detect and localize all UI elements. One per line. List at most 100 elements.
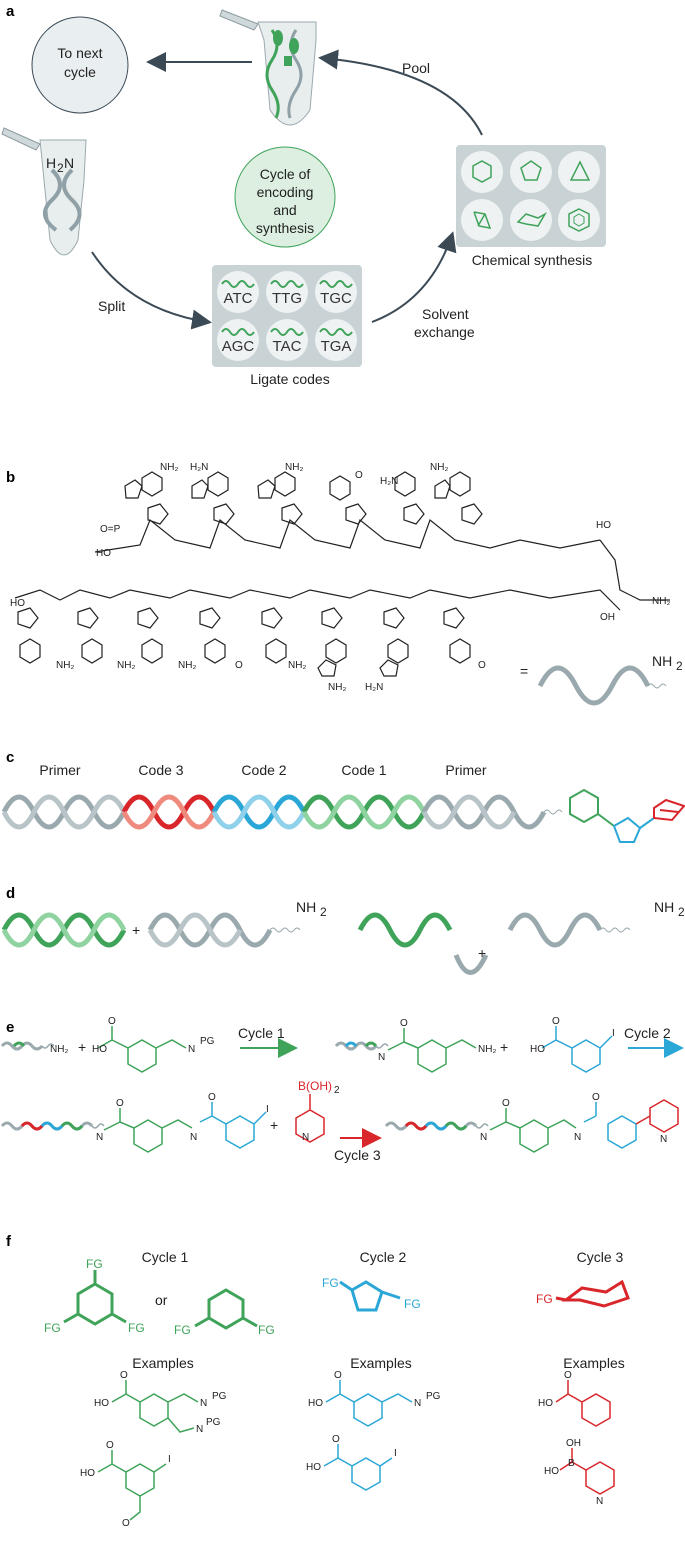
next-cycle-line1: To next: [57, 45, 102, 61]
svg-text:I: I: [394, 1448, 397, 1459]
cycle1-example-atoms: O HO N N O HO I O: [80, 1370, 207, 1529]
svg-text:O: O: [400, 1018, 408, 1029]
panel-label-d: d: [6, 885, 15, 902]
code-tgc: TGC: [320, 290, 352, 307]
svg-text:H₂N: H₂N: [190, 462, 208, 473]
code-atc: ATC: [224, 290, 253, 307]
svg-text:HO: HO: [92, 1044, 107, 1055]
svg-text:NH₂: NH₂: [56, 660, 74, 671]
cycle2-examples: [323, 1380, 413, 1491]
cycle2-label-e: Cycle 2: [624, 1025, 671, 1041]
pg-2a: PG: [426, 1391, 441, 1402]
ligate-codes-tray: ATC TTG TGC AGC TAC TGA: [212, 265, 362, 367]
svg-text:I: I: [168, 1454, 171, 1465]
svg-text:B: B: [568, 1458, 575, 1469]
svg-text:HO: HO: [306, 1462, 321, 1473]
split-arrow: [91, 251, 212, 330]
cycle3-scaffold: [555, 1279, 630, 1308]
svg-text:H₂N: H₂N: [365, 682, 383, 693]
panel-label-c: c: [6, 749, 14, 766]
solvent-line1: Solvent: [422, 306, 469, 322]
plus-e2: +: [500, 1039, 508, 1055]
svg-text:N: N: [660, 1134, 667, 1145]
center-line2: encoding: [257, 184, 314, 200]
panel-label-e: e: [6, 1019, 14, 1036]
svg-text:NH₂: NH₂: [285, 462, 303, 473]
svg-text:N: N: [480, 1132, 487, 1143]
svg-text:O: O: [334, 1370, 342, 1381]
cycle3-label-e: Cycle 3: [334, 1147, 381, 1163]
svg-text:O: O: [108, 1016, 116, 1027]
center-line4: synthesis: [256, 220, 314, 236]
svg-text:O: O: [208, 1092, 216, 1103]
next-cycle-line2: cycle: [64, 64, 96, 80]
svg-text:N: N: [596, 1496, 603, 1507]
svg-text:NH₂: NH₂: [430, 462, 448, 473]
nh2-label-d1: NH: [296, 899, 316, 915]
fg-1c: FG: [128, 1321, 145, 1335]
code-agc: AGC: [222, 338, 255, 355]
svg-text:O: O: [332, 1434, 340, 1445]
svg-text:NH₂: NH₂: [288, 660, 306, 671]
cycle2-scaffold: [339, 1280, 401, 1312]
svg-text:NH₂: NH₂: [328, 682, 346, 693]
nh2-sub-d1: 2: [320, 905, 327, 919]
center-cycle-node: Cycle of encoding and synthesis: [234, 146, 336, 248]
examples-1: Examples: [132, 1355, 193, 1371]
center-line3: and: [273, 202, 296, 218]
cycle1-examples: [97, 1380, 199, 1521]
single-headpiece-strand: [453, 912, 631, 975]
solvent-exchange-arrow: [371, 231, 457, 323]
starting-tube-icon: [1, 127, 87, 256]
svg-text:O: O: [120, 1370, 128, 1381]
fg-1b: FG: [44, 1321, 61, 1335]
svg-text:HO: HO: [538, 1398, 553, 1409]
encoded-dna-duplex: [1, 794, 563, 830]
code-tac: TAC: [273, 338, 302, 355]
svg-text:O: O: [235, 660, 243, 671]
reaction-row-1: [0, 1026, 613, 1073]
svg-text:O: O: [116, 1098, 124, 1109]
svg-text:HO: HO: [544, 1466, 559, 1477]
svg-text:NH₂: NH₂: [50, 1044, 68, 1055]
or-label: or: [155, 1292, 168, 1308]
svg-text:N: N: [196, 1424, 203, 1435]
pooled-tube-icon: [219, 9, 317, 126]
chemical-synthesis-tray: [456, 145, 606, 247]
svg-text:NH₂: NH₂: [178, 660, 196, 671]
svg-text:N: N: [190, 1132, 197, 1143]
cycle1-scaffolds: [63, 1270, 258, 1330]
segment-code1: Code 1: [341, 762, 386, 778]
single-code-strand: [357, 912, 453, 948]
svg-text:O: O: [502, 1098, 510, 1109]
svg-text:H₂N: H₂N: [380, 476, 398, 487]
svg-text:N: N: [574, 1132, 581, 1143]
svg-text:HO: HO: [94, 1398, 109, 1409]
cycle2-label-f: Cycle 2: [360, 1249, 407, 1265]
svg-text:O: O: [552, 1016, 560, 1027]
plus-2: +: [478, 945, 486, 961]
examples-2: Examples: [350, 1355, 411, 1371]
fg-3a: FG: [536, 1292, 553, 1306]
center-line1: Cycle of: [260, 166, 311, 182]
svg-text:O: O: [592, 1092, 600, 1103]
boronic-sub: 2: [334, 1085, 340, 1096]
svg-text:HO: HO: [96, 548, 111, 559]
pg-1a: PG: [212, 1391, 227, 1402]
triangle-icon: [569, 160, 591, 181]
reaction-atoms-1: NH₂ O HO N PG N O NH₂ O HO I: [50, 1016, 615, 1063]
svg-text:O: O: [478, 660, 486, 671]
svg-text:NH₂: NH₂: [117, 660, 135, 671]
chair-icon: [516, 211, 548, 227]
pg-1b: PG: [206, 1417, 221, 1428]
svg-text:N: N: [188, 1044, 195, 1055]
segment-primer-right: Primer: [445, 762, 487, 778]
solvent-line2: exchange: [414, 324, 475, 340]
svg-text:NH₂: NH₂: [652, 596, 670, 607]
tube-h-sub: 2: [57, 161, 64, 175]
ligate-codes-label: Ligate codes: [250, 371, 329, 387]
tube-h: H: [46, 155, 56, 171]
cycle2-example-atoms: O HO N O HO I: [306, 1370, 421, 1473]
nh2-label-b: NH: [652, 653, 672, 669]
